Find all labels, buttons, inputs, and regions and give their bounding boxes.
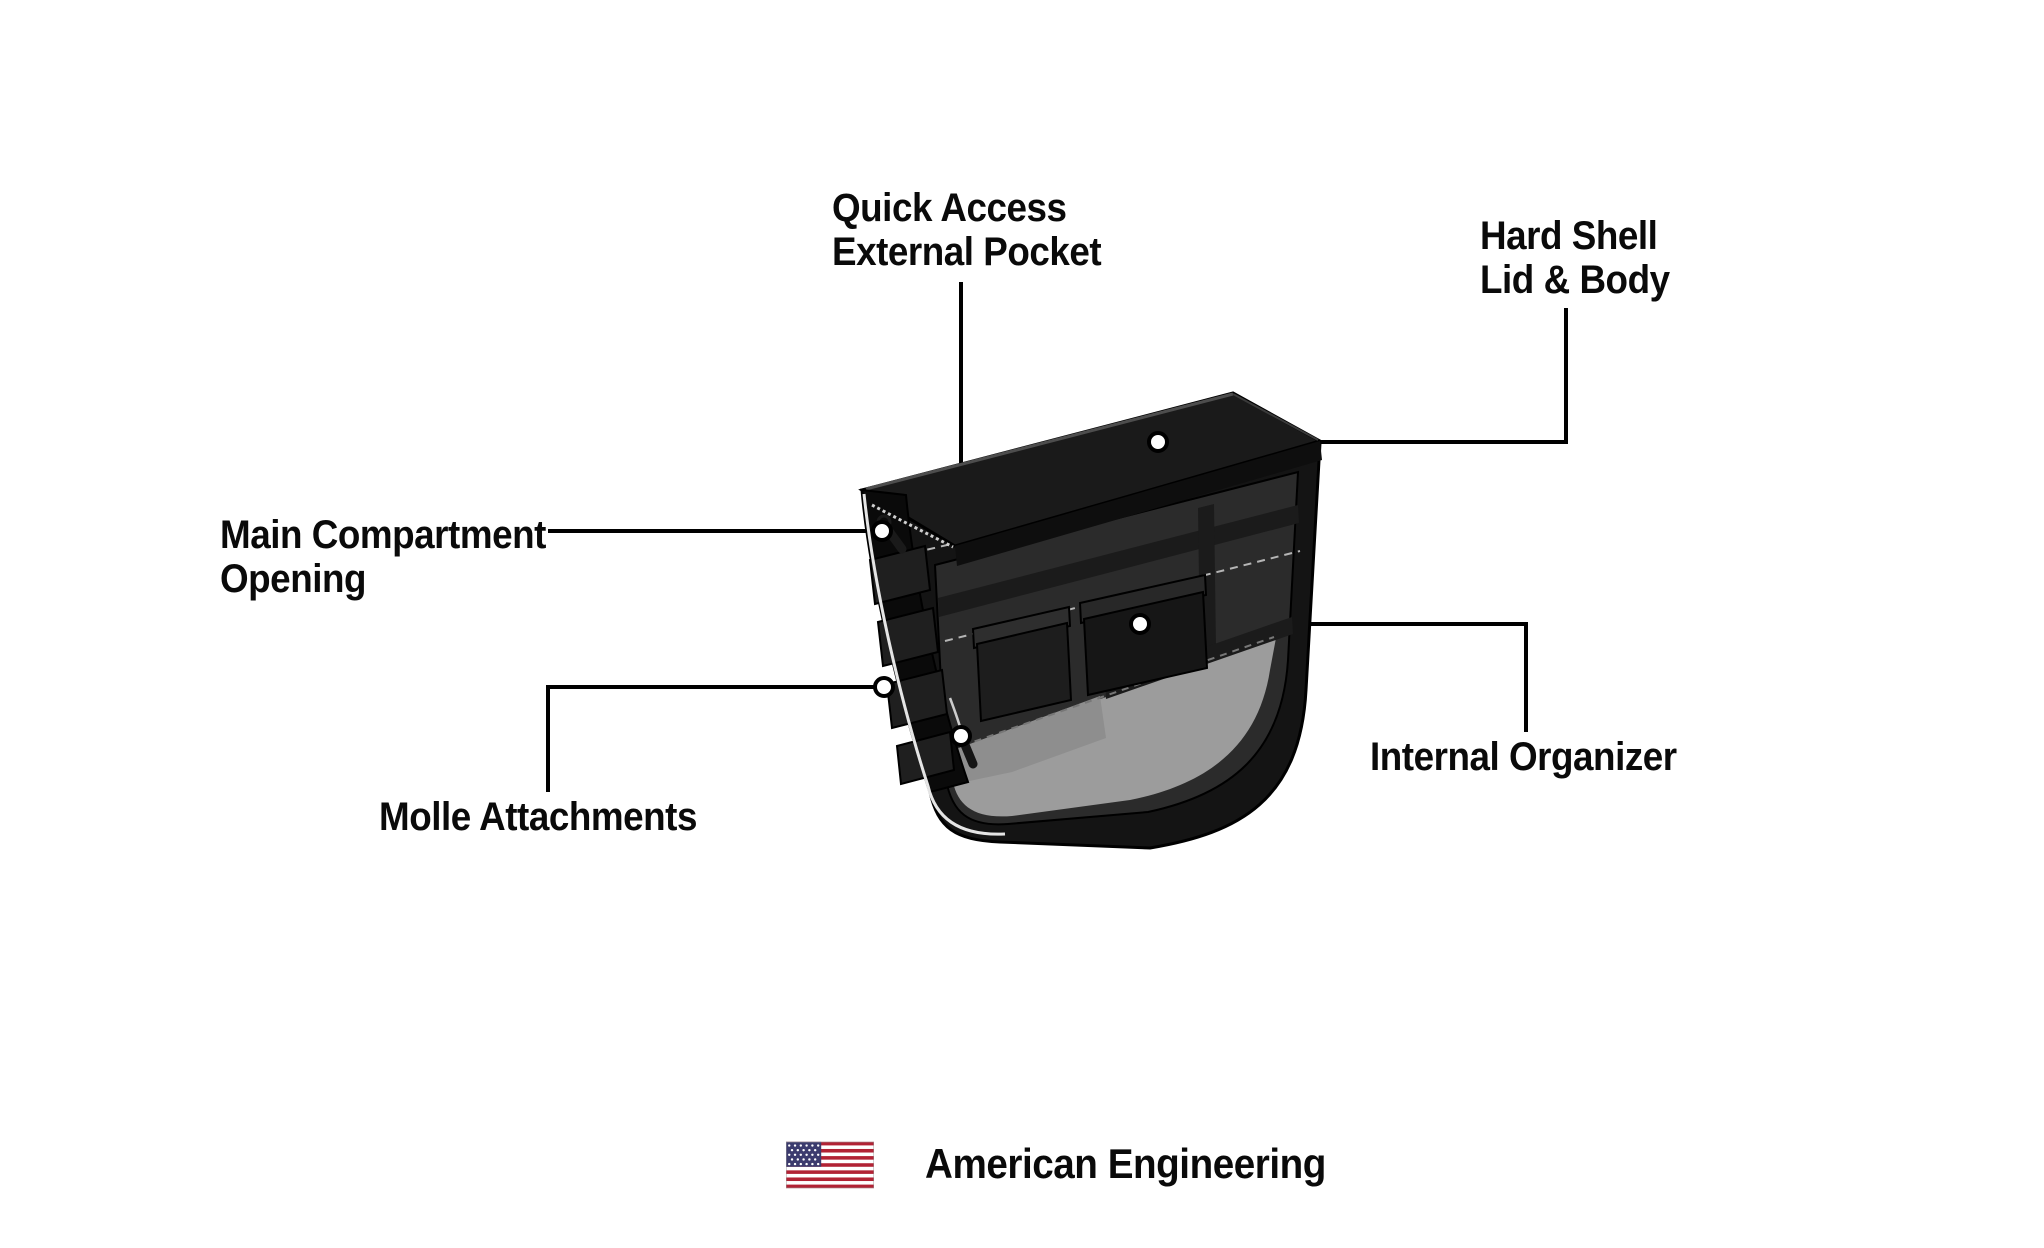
- bag-interior-floor: [948, 638, 1276, 817]
- callout-markers: [871, 431, 1169, 747]
- label-line: Lid & Body: [1480, 258, 1670, 302]
- stitch-line-floor: [949, 636, 1275, 751]
- organizer-pocket: [1082, 590, 1209, 697]
- callout-marker-internal-organizer: [1129, 613, 1151, 635]
- label-line: Main Compartment: [220, 513, 546, 557]
- callout-label-quick-access: Quick Access External Pocket: [832, 186, 1102, 274]
- molle-strap: [895, 730, 956, 786]
- organizer-pocket-flap: [1078, 573, 1208, 625]
- label-line: Quick Access: [832, 186, 1067, 230]
- callout-label-main-compartment: Main Compartment Opening: [220, 513, 546, 601]
- molle-strap: [876, 606, 940, 668]
- organizer-pocket-flap: [971, 605, 1072, 650]
- label-line: External Pocket: [832, 230, 1102, 274]
- lid-edge-highlight: [1232, 393, 1319, 441]
- organizer-pocket: [975, 621, 1073, 723]
- zipper-piping: [862, 493, 1006, 836]
- us-flag-icon: [786, 1141, 874, 1189]
- lid-highlight: [865, 392, 1234, 491]
- label-line: Internal Organizer: [1370, 735, 1677, 779]
- molle-strap: [885, 668, 949, 730]
- bag-interior-floor-shadow: [948, 696, 1106, 784]
- callout-marker-main-compartment: [871, 520, 893, 542]
- callout-marker-quick-access: [950, 725, 972, 747]
- callout-label-molle: Molle Attachments: [379, 795, 697, 839]
- callout-marker-molle: [873, 676, 895, 698]
- label-line: Molle Attachments: [379, 795, 697, 839]
- callout-line-molle: [546, 685, 884, 792]
- bag-lid-lip: [955, 441, 1322, 566]
- label-line: Opening: [220, 557, 367, 601]
- callout-label-hard-shell: Hard Shell Lid & Body: [1480, 214, 1670, 302]
- molle-strap: [868, 544, 932, 606]
- footer-tagline: American Engineering: [925, 1140, 1326, 1187]
- callout-marker-hard-shell: [1147, 431, 1169, 453]
- callout-label-internal-organizer: Internal Organizer: [1370, 735, 1677, 779]
- label-line: Hard Shell: [1480, 214, 1658, 258]
- saddlebag-illustration: [858, 391, 1324, 850]
